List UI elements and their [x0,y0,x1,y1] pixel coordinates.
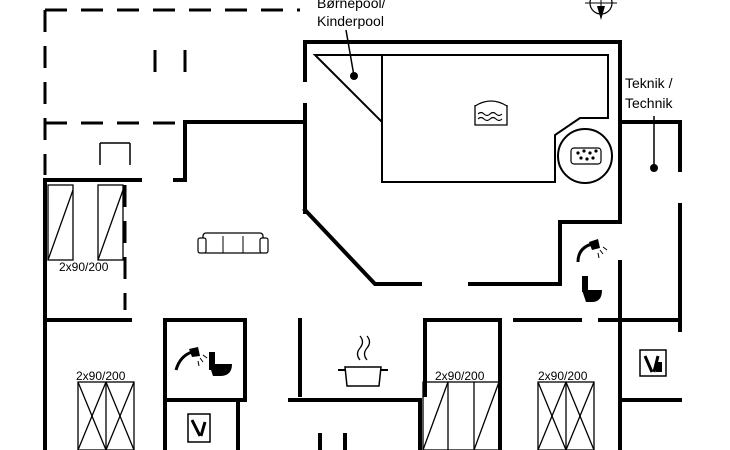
kinderpool-outline [312,54,383,125]
dishwasher-icon [187,413,211,443]
shower-icon [576,239,608,263]
teknik-label-line1: Teknik / [625,75,673,91]
pool-outline [381,54,609,183]
toilet-icon [582,276,602,302]
kinderpool-leader [345,29,355,77]
sofa-icon [197,232,269,254]
bed-lower-right [537,381,595,450]
outer-dashed-walls [43,8,300,310]
toilet-icon [209,352,232,376]
compass-icon [585,0,617,20]
kinderpool-label-line1: Børnepool/ [317,0,386,11]
bed-label: 2x90/200 [59,260,109,274]
shower-icon [174,347,208,371]
kinderpool-label-line2: Kinderpool [317,13,384,29]
kitchen-pot-icon [338,335,388,387]
bed-label: 2x90/200 [435,369,485,383]
pool-icon [474,100,508,126]
teknik-label-line2: Technik [625,95,673,111]
bed-label: 2x90/200 [538,369,588,383]
walls [43,40,682,450]
bed-label: 2x90/200 [76,369,126,383]
bed-lower-middle [422,381,500,450]
bed-upper-left [47,184,124,261]
jacuzzi-icon [557,128,613,184]
washing-machine-icon [639,349,667,377]
bed-lower-left [77,381,135,450]
window-symbol [99,142,131,165]
